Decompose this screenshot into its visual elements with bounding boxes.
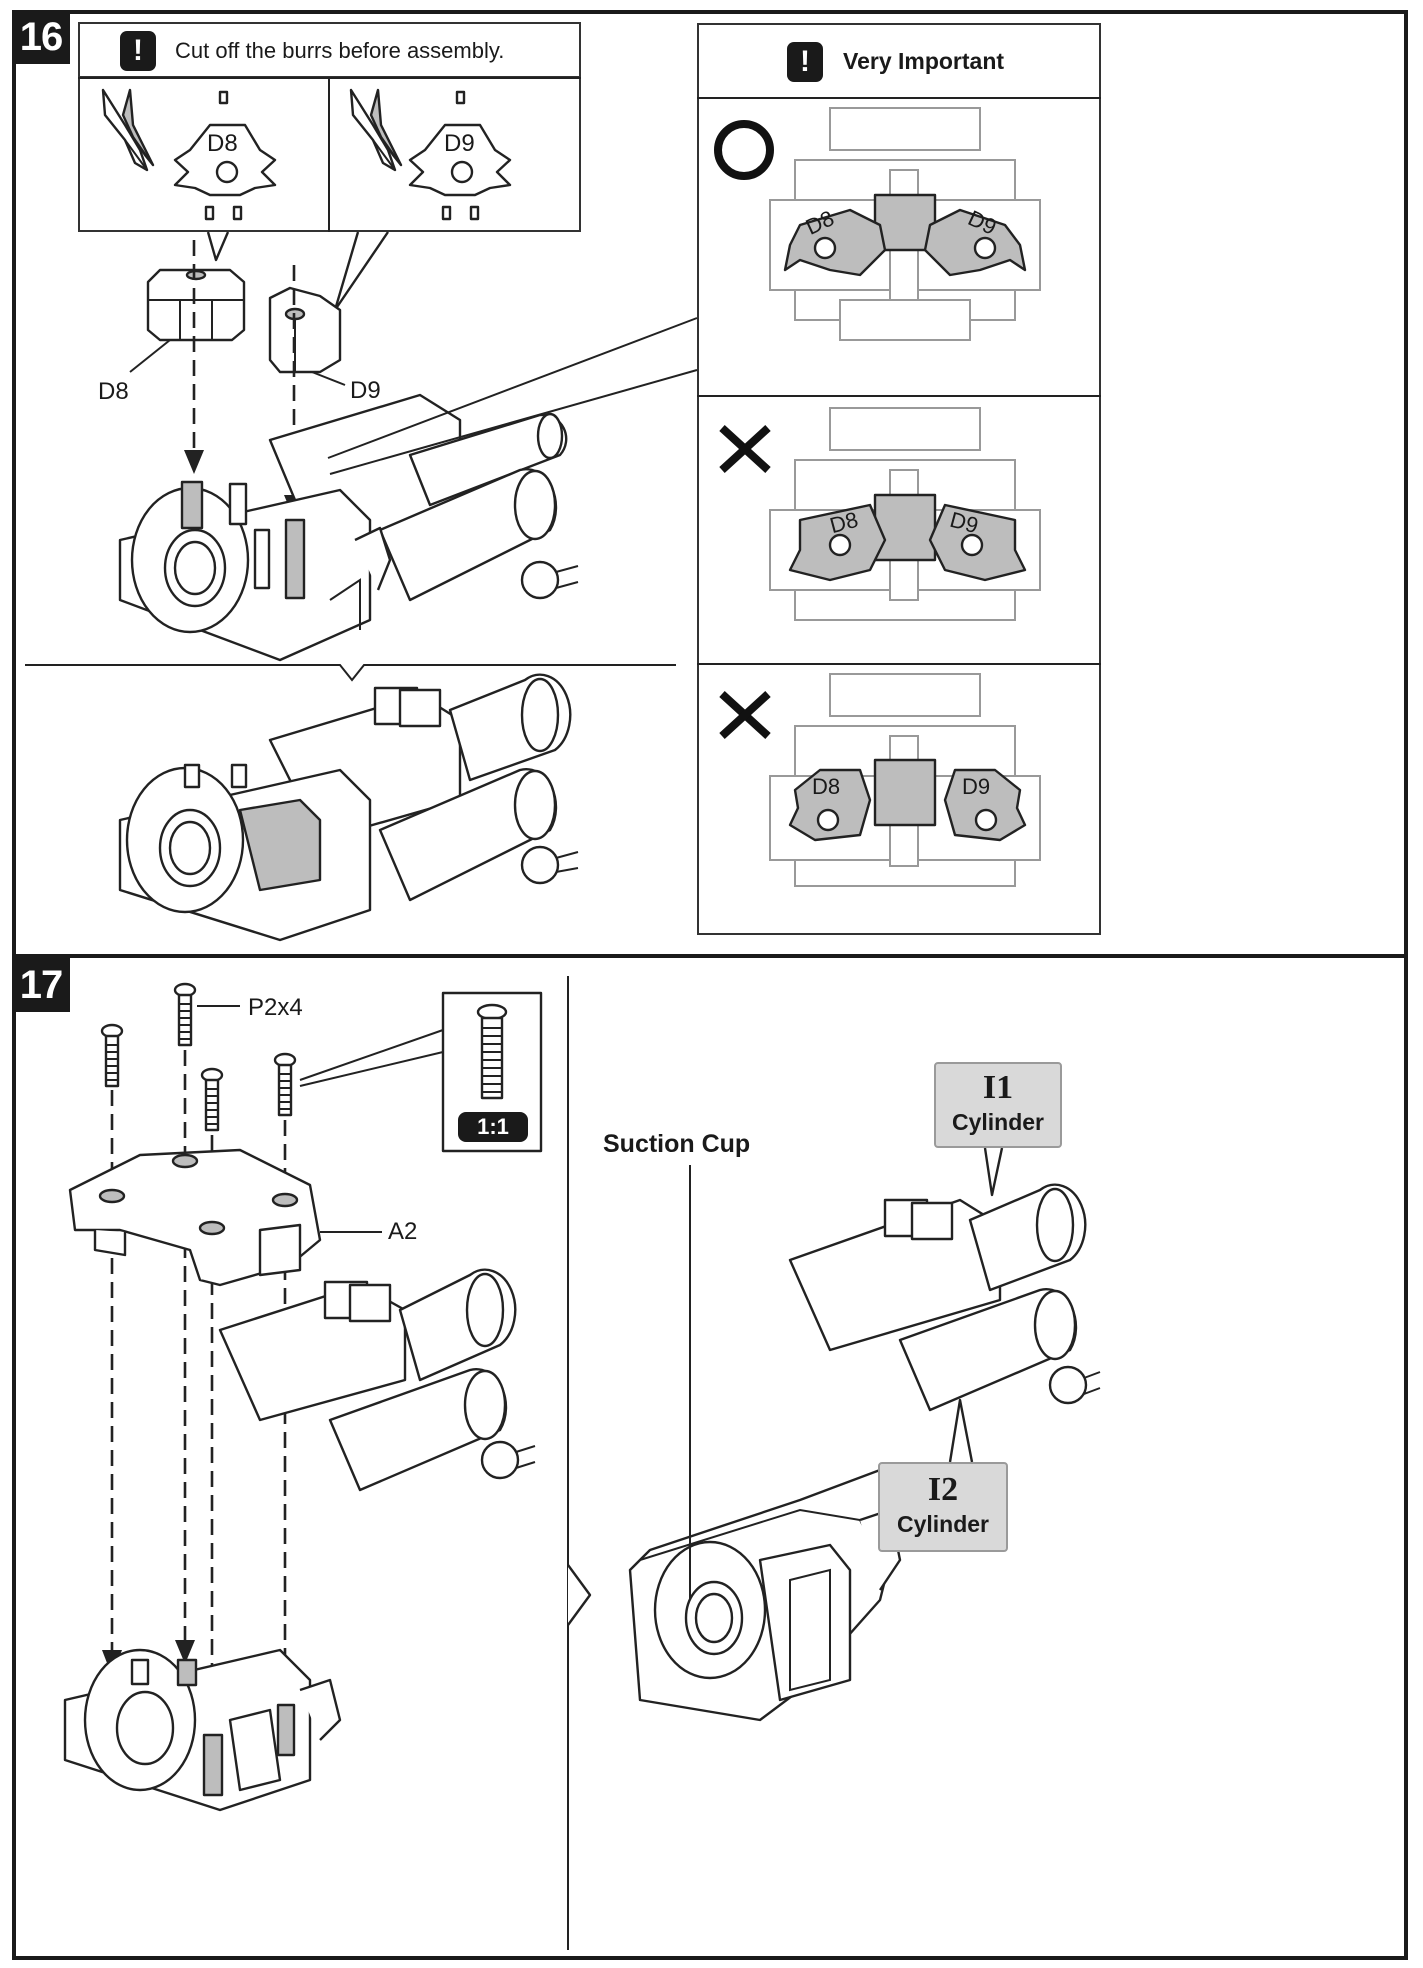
step-divider [12, 954, 1408, 958]
callout-tail [333, 231, 389, 312]
step-17-badge: 17 [12, 958, 70, 1012]
burr-d8-label: D8 [207, 130, 238, 157]
cross-wrong-icon [719, 425, 771, 473]
wrong-orientation-view-2 [769, 673, 1041, 887]
wrong-orientation-view-1 [769, 407, 1041, 621]
i1-name: Cylinder [951, 1109, 1045, 1135]
suction-cup-label: Suction Cup [603, 1130, 751, 1158]
screw-icon [100, 1023, 124, 1088]
d9-burr-part [408, 90, 512, 221]
screw-icon [273, 1052, 297, 1117]
part-d8-label: D8 [98, 378, 129, 405]
i2-code: I2 [927, 1471, 959, 1508]
cross-wrong-icon [719, 691, 771, 739]
d8-part [146, 268, 246, 342]
d9-part [268, 286, 342, 374]
screw-scale-icon [476, 1003, 508, 1100]
i2-cylinder-label: I2 Cylinder [878, 1462, 1008, 1552]
caution-text: Cut off the burrs before assembly. [175, 38, 505, 63]
zoom-line [329, 369, 698, 475]
correct-orientation-view [769, 107, 1041, 341]
final-assembly [628, 1183, 1101, 1722]
zoom-line [299, 1051, 444, 1087]
wrong2-d8-label: D8 [812, 774, 841, 799]
callout-tail [206, 231, 230, 262]
scale-badge: 1:1 [458, 1112, 528, 1142]
zoom-line [327, 317, 698, 459]
base-assembly [118, 393, 579, 662]
burr-caution-header [78, 22, 581, 78]
i2-pointer [948, 1398, 974, 1463]
i2-name: Cylinder [896, 1511, 990, 1537]
part-a2-label: A2 [388, 1218, 418, 1245]
d8-burr-part [173, 90, 277, 221]
arrow-head [175, 1640, 195, 1664]
burr-d9-label: D9 [444, 130, 475, 157]
i1-pointer [983, 1147, 1004, 1197]
exclamation-icon: ! [787, 42, 823, 82]
exclamation-icon: ! [120, 31, 156, 71]
zoom-line [299, 1029, 444, 1081]
step-16-badge: 16 [12, 10, 70, 64]
i1-cylinder-label: I1 Cylinder [934, 1062, 1062, 1148]
assembled-base [118, 673, 579, 942]
base-assembly-step17 [63, 1268, 536, 1812]
arrow-head [184, 450, 204, 474]
a2-cover-part [68, 1148, 322, 1287]
result-separator [25, 664, 676, 682]
step-17-number: 17 [19, 962, 63, 1007]
scale-label: 1:1 [477, 1114, 509, 1139]
important-title: Very Important [843, 48, 1005, 74]
step-16-number: 16 [19, 14, 63, 59]
part-d9-label: D9 [350, 377, 381, 404]
i1-code: I1 [982, 1069, 1014, 1106]
cutter-icon [349, 88, 403, 172]
cutter-icon [101, 88, 155, 172]
circle-correct-icon [714, 120, 774, 180]
leader-d8 [129, 339, 171, 373]
screw-label: P2x4 [248, 994, 303, 1021]
screw-icon [200, 1067, 224, 1132]
wrong2-d9-label: D9 [962, 774, 991, 799]
screw-icon [173, 982, 197, 1047]
leader-d9 [311, 371, 346, 386]
result-arrow [567, 1564, 592, 1626]
